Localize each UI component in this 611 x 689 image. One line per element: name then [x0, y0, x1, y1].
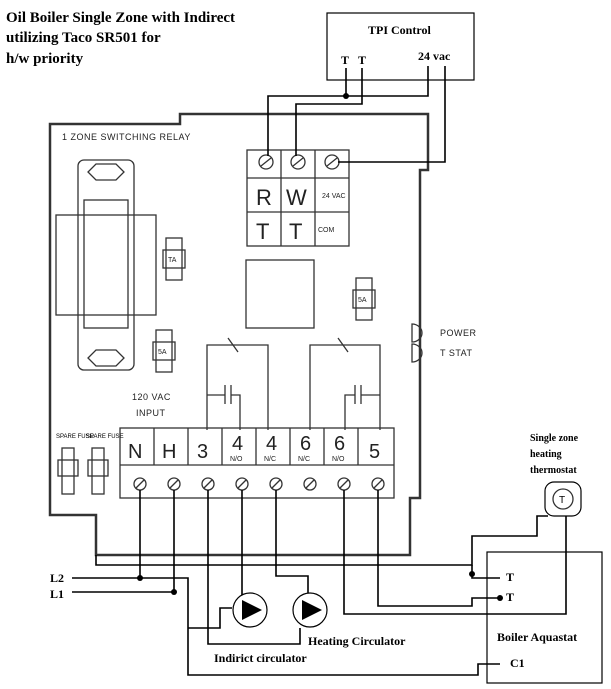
terminal-n: N	[128, 441, 142, 463]
tpi-control-name: TPI Control	[368, 23, 431, 37]
power-led-icon	[411, 323, 423, 363]
circulator-wires	[140, 490, 500, 676]
spare-fuse-label-2: SPARE FUSE	[86, 434, 124, 440]
thermostat-line-2: heating	[530, 449, 562, 460]
screw-icon	[235, 477, 249, 491]
screw-icon	[337, 477, 351, 491]
screw-icon	[201, 477, 215, 491]
screw-icon	[324, 154, 340, 170]
screw-icon	[258, 154, 274, 170]
terminal-4-no: 4	[232, 433, 243, 455]
fuse-icon: 5A	[152, 329, 176, 373]
input-label-2: INPUT	[136, 408, 166, 418]
fuse-1-label: TA	[168, 257, 177, 264]
boiler-aquastat: T T Boiler Aquastat C1	[486, 551, 603, 684]
spare-fuse-icon: SPARE FUSE	[56, 434, 94, 495]
terminal-24vac: 24 VAC	[322, 193, 346, 200]
l1-label: L1	[50, 587, 64, 601]
aquastat-name: Boiler Aquastat	[497, 630, 577, 644]
terminal-t1: T	[256, 219, 269, 244]
aquastat-t1-label: T	[506, 570, 514, 584]
thermostat-line-1: Single zone	[530, 433, 579, 444]
input-label-1: 120 VAC	[132, 392, 171, 402]
terminal-4-nc-sub: N/C	[264, 456, 276, 463]
terminal-3: 3	[197, 441, 208, 463]
title-line-2: utilizing Taco SR501 for	[6, 30, 161, 46]
heating-circulator-label: Heating Circulator	[308, 634, 406, 648]
tpi-control-box	[326, 12, 475, 81]
indirect-circulator-icon	[232, 592, 268, 628]
screw-icon	[303, 477, 317, 491]
power-label: POWER	[440, 328, 477, 338]
terminal-t2: T	[289, 219, 302, 244]
terminal-6-nc: 6	[300, 433, 311, 455]
relay-board-name: 1 ZONE SWITCHING RELAY	[62, 132, 191, 142]
screw-icon	[167, 477, 181, 491]
aquastat-box	[486, 551, 603, 684]
terminal-6-no-sub: N/O	[332, 456, 345, 463]
tpi-t1-label: T	[341, 53, 349, 67]
terminal-6-no: 6	[334, 433, 345, 455]
tpi-control: TPI Control T T 24 vac	[326, 12, 475, 81]
terminal-4-nc: 4	[266, 433, 277, 455]
relay-contact-traces	[206, 337, 381, 430]
l2-label: L2	[50, 571, 64, 585]
heating-circulator-icon	[292, 592, 328, 628]
indirect-circulator-label: Indirict circulator	[214, 651, 307, 665]
low-voltage-terminal-block: R W 24 VAC T T COM	[246, 149, 350, 247]
screw-icon	[371, 477, 385, 491]
aquastat-t2-label: T	[506, 590, 514, 604]
fuse-3-label: 5A	[358, 297, 367, 304]
title-line-1: Oil Boiler Single Zone with Indirect	[6, 10, 235, 26]
line-wires: L2 L1	[50, 490, 177, 601]
screw-icon	[269, 477, 283, 491]
aquastat-wires	[95, 490, 567, 615]
thermostat-symbol: T	[559, 495, 565, 506]
fuse-2-label: 5A	[158, 349, 167, 356]
fuse-icon: TA	[162, 237, 186, 281]
thermostat-line-3: thermostat	[530, 465, 577, 476]
tpi-24vac-label: 24 vac	[418, 49, 451, 63]
diagram-title: Oil Boiler Single Zone with Indirect uti…	[6, 10, 235, 67]
relay-chip	[245, 259, 315, 329]
fuse-icon: 5A	[352, 277, 376, 321]
terminal-com: COM	[318, 227, 335, 234]
terminal-5: 5	[369, 441, 380, 463]
line-voltage-terminal-block: N H 3 4 N/O 4 N/C 6 N/C 6 N/O 5	[119, 427, 395, 499]
title-line-3: h/w priority	[6, 51, 84, 67]
terminal-4-no-sub: N/O	[230, 456, 243, 463]
single-zone-thermostat: Single zone heating thermostat T	[530, 433, 582, 517]
screw-icon	[290, 154, 306, 170]
tstat-label: T STAT	[440, 348, 473, 358]
tpi-wires	[267, 66, 446, 163]
terminal-h: H	[162, 441, 176, 463]
tpi-t2-label: T	[358, 53, 366, 67]
screw-icon	[133, 477, 147, 491]
relay-board-outline	[48, 112, 430, 557]
transformer-icon	[55, 159, 157, 371]
terminal-6-nc-sub: N/C	[298, 456, 310, 463]
thermostat-icon	[544, 481, 582, 517]
terminal-r: R	[256, 185, 272, 210]
terminal-w: W	[286, 185, 307, 210]
aquastat-c1-label: C1	[510, 656, 525, 670]
spare-fuse-icon: SPARE FUSE	[86, 434, 124, 495]
spare-fuse-label-1: SPARE FUSE	[56, 434, 94, 440]
